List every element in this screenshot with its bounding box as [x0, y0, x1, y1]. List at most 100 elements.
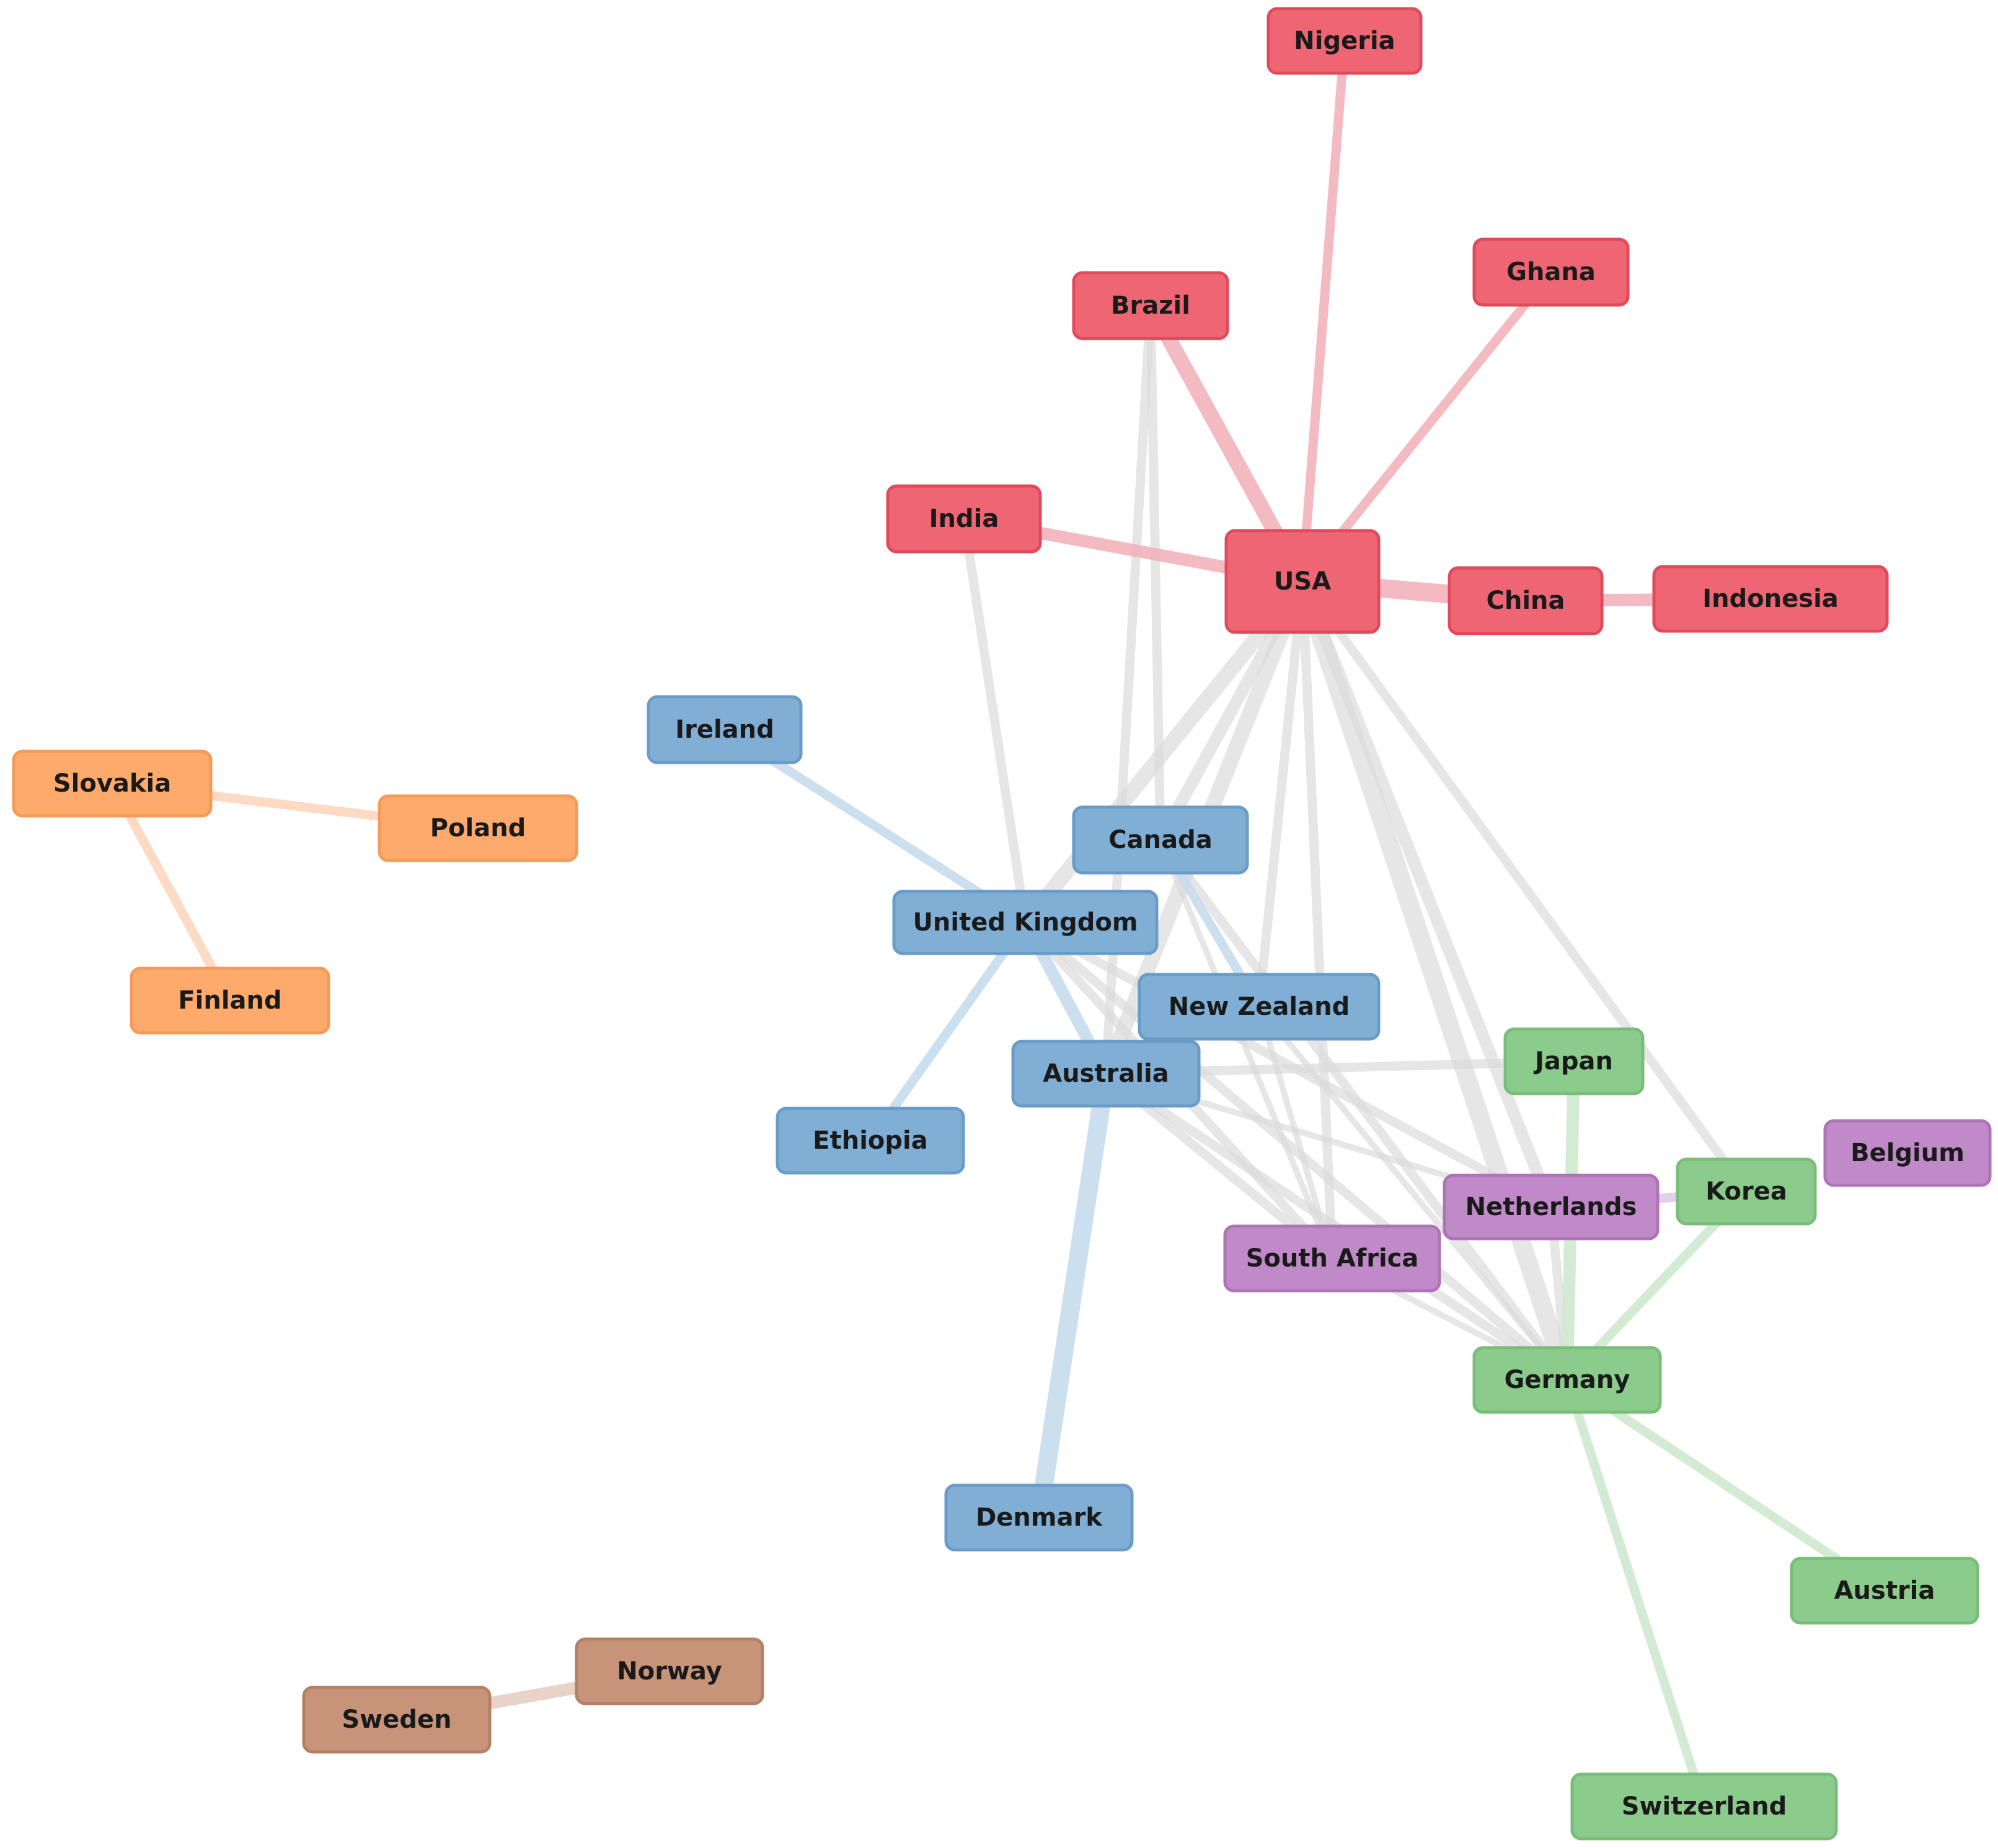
node-nigeria[interactable]: Nigeria — [1266, 7, 1423, 75]
edge-usa-newzealand — [1254, 577, 1307, 1012]
edge-usa-uk — [1017, 573, 1311, 931]
node-box-nigeria — [1266, 7, 1423, 75]
node-box-australia — [1011, 1040, 1201, 1108]
node-label-indonesia: Indonesia — [1702, 585, 1839, 613]
node-label-slovakia: Slovakia — [53, 769, 171, 798]
node-box-norway — [575, 1637, 764, 1705]
node-label-japan: Japan — [1533, 1047, 1613, 1076]
edge-germany-switzerland — [1562, 1375, 1709, 1811]
node-box-slovakia — [12, 749, 213, 818]
node-box-switzerland — [1570, 1772, 1838, 1841]
node-label-india: India — [929, 505, 999, 533]
node-label-usa: USA — [1274, 567, 1331, 596]
node-label-belgium: Belgium — [1850, 1139, 1965, 1167]
edge-slovakia-finland — [107, 779, 235, 1006]
node-box-germany — [1472, 1346, 1662, 1414]
node-label-newzealand: New Zealand — [1169, 993, 1350, 1021]
node-box-netherlands — [1443, 1174, 1660, 1240]
node-label-brazil: Brazil — [1111, 291, 1190, 320]
node-label-ethiopia: Ethiopia — [813, 1126, 927, 1155]
node-box-brazil — [1072, 271, 1229, 340]
node-box-southafrica — [1223, 1224, 1441, 1293]
edge-usa-germany — [1293, 572, 1576, 1389]
node-label-korea: Korea — [1705, 1177, 1787, 1206]
edge-india-uk — [959, 514, 1030, 927]
node-label-poland: Poland — [430, 814, 526, 842]
node-box-canada — [1072, 805, 1249, 875]
node-box-newzealand — [1138, 973, 1381, 1041]
node-korea[interactable]: Korea — [1676, 1157, 1817, 1226]
node-box-poland — [378, 794, 578, 862]
node-label-switzerland: Switzerland — [1622, 1792, 1787, 1821]
node-switzerland[interactable]: Switzerland — [1570, 1772, 1838, 1841]
node-norway[interactable]: Norway — [575, 1637, 764, 1705]
node-india[interactable]: India — [886, 484, 1042, 554]
node-ireland[interactable]: Ireland — [647, 695, 803, 764]
node-indonesia[interactable]: Indonesia — [1652, 565, 1889, 633]
edge-brazil-canada — [1146, 301, 1165, 845]
node-label-denmark: Denmark — [976, 1503, 1103, 1532]
node-austria[interactable]: Austria — [1790, 1557, 1979, 1625]
node-label-austria: Austria — [1834, 1576, 1935, 1605]
node-label-china: China — [1486, 586, 1565, 615]
node-box-ireland — [647, 695, 803, 764]
node-box-japan — [1503, 1027, 1645, 1095]
node-denmark[interactable]: Denmark — [944, 1483, 1134, 1552]
node-china[interactable]: China — [1448, 566, 1604, 635]
edge-uk-germany — [1020, 917, 1572, 1385]
node-box-usa — [1224, 529, 1381, 634]
edge-canada-southafrica — [1157, 837, 1335, 1262]
node-slovakia[interactable]: Slovakia — [12, 749, 213, 818]
edge-newzealand-southafrica — [1256, 1004, 1335, 1262]
node-label-southafrica: South Africa — [1246, 1244, 1419, 1273]
node-box-belgium — [1823, 1119, 1992, 1187]
node-box-denmark — [944, 1483, 1134, 1552]
edge-newzealand-germany — [1256, 1004, 1570, 1383]
node-finland[interactable]: Finland — [130, 966, 330, 1035]
node-newzealand[interactable]: New Zealand — [1138, 973, 1381, 1041]
node-canada[interactable]: Canada — [1072, 805, 1249, 875]
edge-australia-denmark — [1030, 1064, 1115, 1527]
node-brazil[interactable]: Brazil — [1072, 271, 1229, 340]
edge-usa-nigeria — [1297, 36, 1350, 586]
node-uk[interactable]: United Kingdom — [892, 890, 1159, 955]
node-box-austria — [1790, 1557, 1979, 1625]
node-netherlands[interactable]: Netherlands — [1443, 1174, 1660, 1240]
node-label-netherlands: Netherlands — [1465, 1193, 1637, 1221]
node-box-indonesia — [1652, 565, 1889, 633]
node-box-ethiopia — [776, 1107, 965, 1175]
edge-usa-korea — [1297, 577, 1751, 1196]
node-label-norway: Norway — [617, 1657, 722, 1686]
node-sweden[interactable]: Sweden — [302, 1686, 492, 1754]
node-australia[interactable]: Australia — [1011, 1040, 1201, 1108]
node-box-finland — [130, 966, 330, 1035]
node-label-nigeria: Nigeria — [1294, 27, 1395, 55]
node-germany[interactable]: Germany — [1472, 1346, 1662, 1414]
node-label-germany: Germany — [1505, 1366, 1630, 1394]
node-box-uk — [892, 890, 1159, 955]
node-box-sweden — [302, 1686, 492, 1754]
node-label-finland: Finland — [178, 986, 281, 1015]
edge-usa-netherlands — [1296, 575, 1557, 1213]
node-ethiopia[interactable]: Ethiopia — [776, 1107, 965, 1175]
node-label-uk: United Kingdom — [913, 908, 1138, 937]
node-label-australia: Australia — [1043, 1059, 1169, 1088]
node-belgium[interactable]: Belgium — [1823, 1119, 1992, 1187]
node-ghana[interactable]: Ghana — [1472, 237, 1630, 307]
node-southafrica[interactable]: South Africa — [1223, 1224, 1441, 1293]
node-japan[interactable]: Japan — [1503, 1027, 1645, 1095]
node-poland[interactable]: Poland — [378, 794, 578, 862]
edge-uk-ethiopia — [865, 917, 1030, 1146]
edge-germany-austria — [1562, 1375, 1890, 1596]
node-box-ghana — [1472, 237, 1630, 307]
node-label-sweden: Sweden — [342, 1705, 451, 1734]
node-label-ghana: Ghana — [1506, 258, 1596, 286]
node-label-canada: Canada — [1108, 826, 1212, 854]
node-box-korea — [1676, 1157, 1817, 1226]
node-usa[interactable]: USA — [1224, 529, 1381, 634]
node-box-india — [886, 484, 1042, 554]
node-label-ireland: Ireland — [675, 715, 774, 744]
